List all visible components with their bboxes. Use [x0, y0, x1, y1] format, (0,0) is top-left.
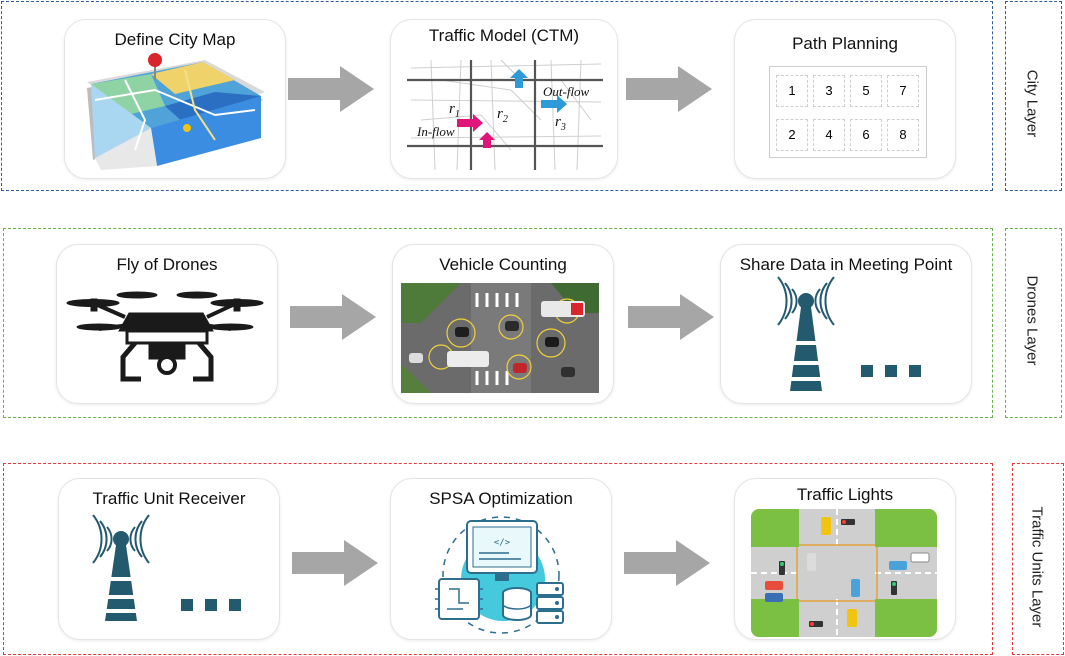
- arrow-right: [624, 540, 710, 586]
- optimization-computer-icon: </>: [435, 516, 564, 634]
- grid-cell: 8: [887, 119, 919, 151]
- grid-cell: 6: [850, 119, 882, 151]
- traffic-units-layer-label-box: [1012, 463, 1064, 655]
- card-title: Traffic Lights: [796, 485, 894, 504]
- path-planning-grid: 1 3 5 7 2 4 6 8: [769, 66, 927, 158]
- drone-icon: [66, 291, 264, 382]
- spsa-optimization-card: SPSA Optimization </>: [390, 478, 612, 640]
- antenna-tower-icon: [777, 276, 921, 391]
- svg-text:</>: </>: [494, 538, 511, 548]
- traffic-unit-receiver-card: Traffic Unit Receiver: [58, 478, 280, 640]
- traffic-intersection-icon: [751, 509, 937, 637]
- r2-label: r2: [497, 106, 508, 125]
- traffic-model-card: Traffic Model (CTM) In-flow Out-flow r1 …: [390, 19, 618, 179]
- traffic-lights-card: Traffic Lights: [734, 478, 956, 640]
- in-flow-label: In-flow: [417, 124, 455, 139]
- card-title: SPSA Optimization: [429, 489, 573, 508]
- vehicle-counting-card: Vehicle Counting: [392, 244, 614, 404]
- card-title: Fly of Drones: [116, 255, 218, 274]
- traffic-units-layer-frame: [3, 463, 993, 655]
- card-title: Define City Map: [114, 30, 236, 49]
- card-title: Traffic Unit Receiver: [92, 489, 246, 508]
- r2-sub: 2: [502, 114, 508, 125]
- grid-cell: 3: [813, 75, 845, 107]
- fly-of-drones-card: Fly of Drones: [56, 244, 278, 404]
- card-title: Traffic Model (CTM): [428, 26, 580, 45]
- grid-cell: 7: [887, 75, 919, 107]
- arrow-right: [626, 66, 712, 112]
- city-layer-label: City Layer: [1023, 69, 1041, 138]
- card-title: Vehicle Counting: [439, 255, 567, 274]
- r1-label: r1: [449, 101, 460, 120]
- traffic-model-icon: [407, 59, 603, 171]
- out-flow-label: Out-flow: [543, 84, 590, 99]
- arrow-right: [292, 540, 378, 586]
- r3-label: r3: [555, 114, 566, 133]
- arrow-right: [290, 294, 376, 340]
- drones-layer-frame: [3, 228, 993, 418]
- city-layer-frame: [1, 1, 993, 191]
- traffic-units-layer-label: Traffic Units Layer: [1028, 506, 1046, 628]
- grid-cell: 5: [850, 75, 882, 107]
- grid-cell: 4: [813, 119, 845, 151]
- path-planning-card: Path Planning 1 3 5 7 2 4 6 8: [734, 19, 956, 179]
- city-layer-label-box: [1005, 1, 1062, 191]
- arrow-right: [628, 294, 714, 340]
- card-title: Path Planning: [792, 34, 898, 53]
- r1-var: r: [449, 101, 455, 117]
- define-city-map-card: Define City Map: [64, 19, 286, 179]
- vehicle-counting-photo: [401, 283, 599, 393]
- r3-sub: 3: [560, 122, 566, 133]
- grid-cell: 1: [776, 75, 808, 107]
- drones-layer-label-box: [1005, 228, 1062, 418]
- grid-cell: 2: [776, 119, 808, 151]
- card-title: Share Data in Meeting Point: [739, 255, 953, 274]
- r1-sub: 1: [454, 109, 460, 120]
- share-data-card: Share Data in Meeting Point: [720, 244, 972, 404]
- arrow-right: [288, 66, 374, 112]
- drones-layer-label: Drones Layer: [1023, 275, 1041, 366]
- antenna-tower-icon: [92, 514, 241, 621]
- r2-var: r: [497, 106, 503, 122]
- city-map-icon: [87, 53, 265, 170]
- r3-var: r: [555, 114, 561, 130]
